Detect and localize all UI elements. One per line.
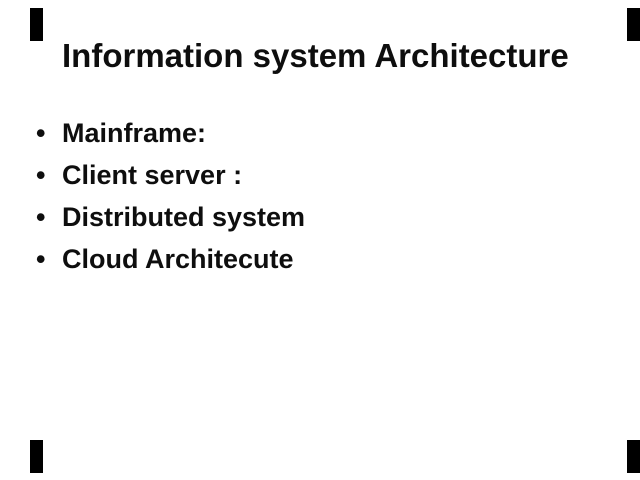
bullet-icon: • (36, 243, 46, 274)
bullet-icon: • (36, 201, 46, 232)
bullet-item-distributed-system: • Distributed system (0, 196, 640, 238)
bullet-icon: • (36, 117, 46, 148)
bullet-text: Distributed system (62, 201, 306, 232)
bullet-text: Mainframe: (62, 117, 207, 148)
bullet-item-client-server: • Client server : (0, 154, 640, 196)
frame-mark-top-left (30, 8, 43, 41)
frame-mark-top-right (627, 8, 640, 41)
bullet-item-cloud-architecture: • Cloud Architecute (0, 238, 640, 280)
slide-title: Information system Architecture (62, 37, 569, 74)
bullet-text: Cloud Architecute (62, 243, 294, 274)
frame-mark-bottom-right (627, 440, 640, 473)
frame-mark-bottom-left (30, 440, 43, 473)
bullet-item-mainframe: • Mainframe: (0, 112, 640, 154)
bullet-icon: • (36, 159, 46, 190)
bullet-text: Client server : (62, 159, 243, 190)
bullet-list: • Mainframe: • Client server : • Distrib… (0, 112, 640, 280)
